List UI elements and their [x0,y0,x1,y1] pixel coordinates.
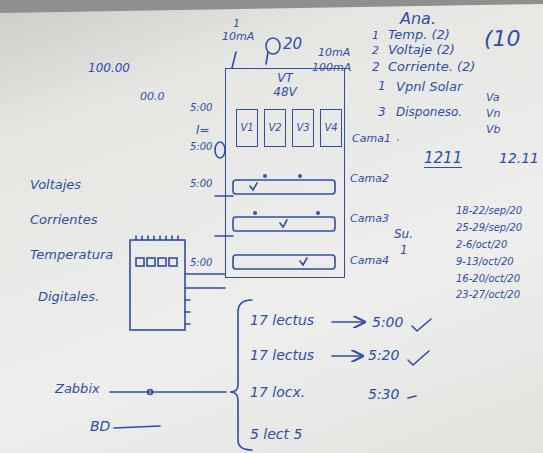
handwritten-note: Corriente. (2) [388,60,475,75]
handwritten-note: 5:00 [190,102,212,114]
handwritten-note: 1 [378,80,386,94]
handwritten-note: Cama4 [350,255,389,268]
handwritten-note: Vpnl Solar [396,80,462,95]
handwritten-note: 17 locx. [250,384,305,400]
handwritten-note: 1 [233,18,240,31]
handwritten-note: 1 [372,30,379,43]
handwritten-note: 1211 [424,150,462,168]
handwritten-note: 5 lect 5 [250,426,302,442]
rack-frame: VT48V V1 V2 V3 V4 [225,68,345,278]
cell-label: V2 [265,110,285,134]
handwritten-note: BD [90,418,110,434]
cell-label: V4 [321,110,341,134]
handwritten-note: 3 [378,106,386,120]
handwritten-note: 10mA [222,31,254,44]
cell-box: V2 [264,109,286,147]
marker-strokes [110,38,431,450]
handwritten-note: Su. [394,228,413,242]
handwritten-note: 17 lectus [250,347,314,363]
handwritten-note: 12.11 [499,150,539,166]
handwritten-note: 10mA [318,47,350,60]
handwritten-note: 20 [283,36,302,53]
handwritten-note: 23-27/oct/20 [456,289,520,301]
cell-box: V1 [236,109,258,147]
handwritten-note: 2 [372,61,380,75]
handwritten-note: 5:00 [190,257,212,269]
handwritten-note: 25-29/sep/20 [456,222,522,234]
rack-label: 48V [226,86,344,100]
handwritten-note: 100.00 [88,62,130,76]
handwritten-note: Vn [486,108,501,121]
handwritten-note: Zabbix [55,382,100,397]
handwritten-note: Voltaje (2) [388,43,455,58]
handwritten-note: I= [196,124,210,138]
handwritten-note: 17 lectus [250,312,314,328]
handwritten-note: Vb [486,124,501,137]
cell-box: V3 [292,109,314,147]
handwritten-note: Temp. (2) [388,28,450,43]
handwritten-note: 2-6/oct/20 [456,239,507,251]
handwritten-note: 5:20 [368,347,399,363]
handwritten-note: Temperatura [30,248,113,263]
handwritten-note: Corrientes [30,213,97,228]
handwritten-note: Cama2 [350,173,389,186]
handwritten-note: Voltajes [30,178,81,193]
handwritten-note: 5:30 [368,386,399,402]
cell-box: V4 [320,109,342,147]
handwritten-note: 5:00 [372,314,403,330]
handwritten-note: 16-20/oct/20 [456,273,520,285]
board-frame [0,0,543,13]
handwritten-note: 2 [372,45,379,58]
handwritten-note: 18-22/sep/20 [456,205,522,217]
handwritten-note: Cama3 [350,213,389,226]
handwritten-note: Va [486,92,500,105]
handwritten-note: Disponeso. [396,106,462,120]
handwritten-note: 1 [400,244,408,258]
handwritten-note: 5:00 [190,141,212,153]
cell-label: V1 [237,110,257,134]
handwritten-note: 5:00 [190,178,212,190]
cell-label: V3 [293,110,313,134]
handwritten-note: Cama1 [352,133,391,146]
handwritten-note: (10 [484,26,521,51]
handwritten-note: Digitales. [38,290,99,305]
handwritten-note: 00.0 [140,91,165,104]
handwritten-note: 9-13/oct/20 [456,256,514,268]
handwritten-note: Ana. [400,10,436,28]
rack-label: VT [226,72,344,86]
